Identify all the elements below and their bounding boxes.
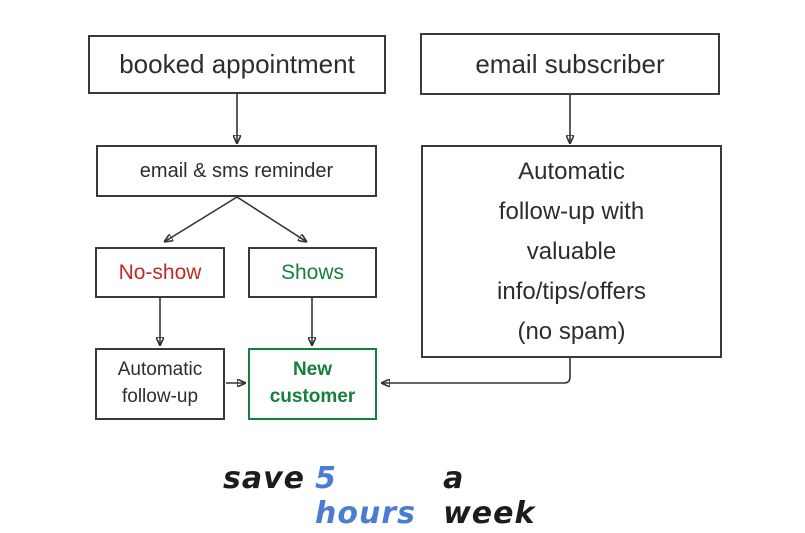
node-email-follow-up-label: Automatic follow-up with valuable info/t… — [497, 157, 646, 345]
node-email-subscriber-label: email subscriber — [475, 48, 665, 79]
node-email-follow-up: Automatic follow-up with valuable info/t… — [421, 145, 722, 358]
arrow-reminder-to-noshow — [164, 196, 238, 242]
node-no-show-label: No-show — [118, 260, 202, 284]
arrow-reminder-to-shows — [236, 196, 307, 242]
node-booked-appointment: booked appointment — [88, 35, 386, 94]
caption-part1: save — [223, 461, 306, 496]
node-new-customer: New customer — [248, 348, 377, 420]
node-shows-label: Shows — [280, 260, 345, 284]
caption-part2: a week — [443, 461, 536, 531]
node-email-subscriber: email subscriber — [420, 33, 720, 95]
node-automatic-follow-up: Automatic follow-up — [95, 348, 225, 420]
caption-highlight: 5 hours — [315, 461, 416, 531]
node-no-show: No-show — [95, 247, 225, 298]
node-booked-appointment-label: booked appointment — [119, 49, 355, 79]
node-email-sms-reminder-label: email & sms reminder — [139, 159, 334, 182]
node-shows: Shows — [248, 247, 377, 298]
node-automatic-follow-up-label: Automatic follow-up — [117, 359, 203, 407]
node-new-customer-label: New customer — [269, 359, 356, 407]
node-email-sms-reminder: email & sms reminder — [96, 145, 377, 197]
arrow-followup-to-newcustomer — [381, 358, 571, 383]
caption-save-hours: save 5 hours a week — [223, 461, 553, 531]
